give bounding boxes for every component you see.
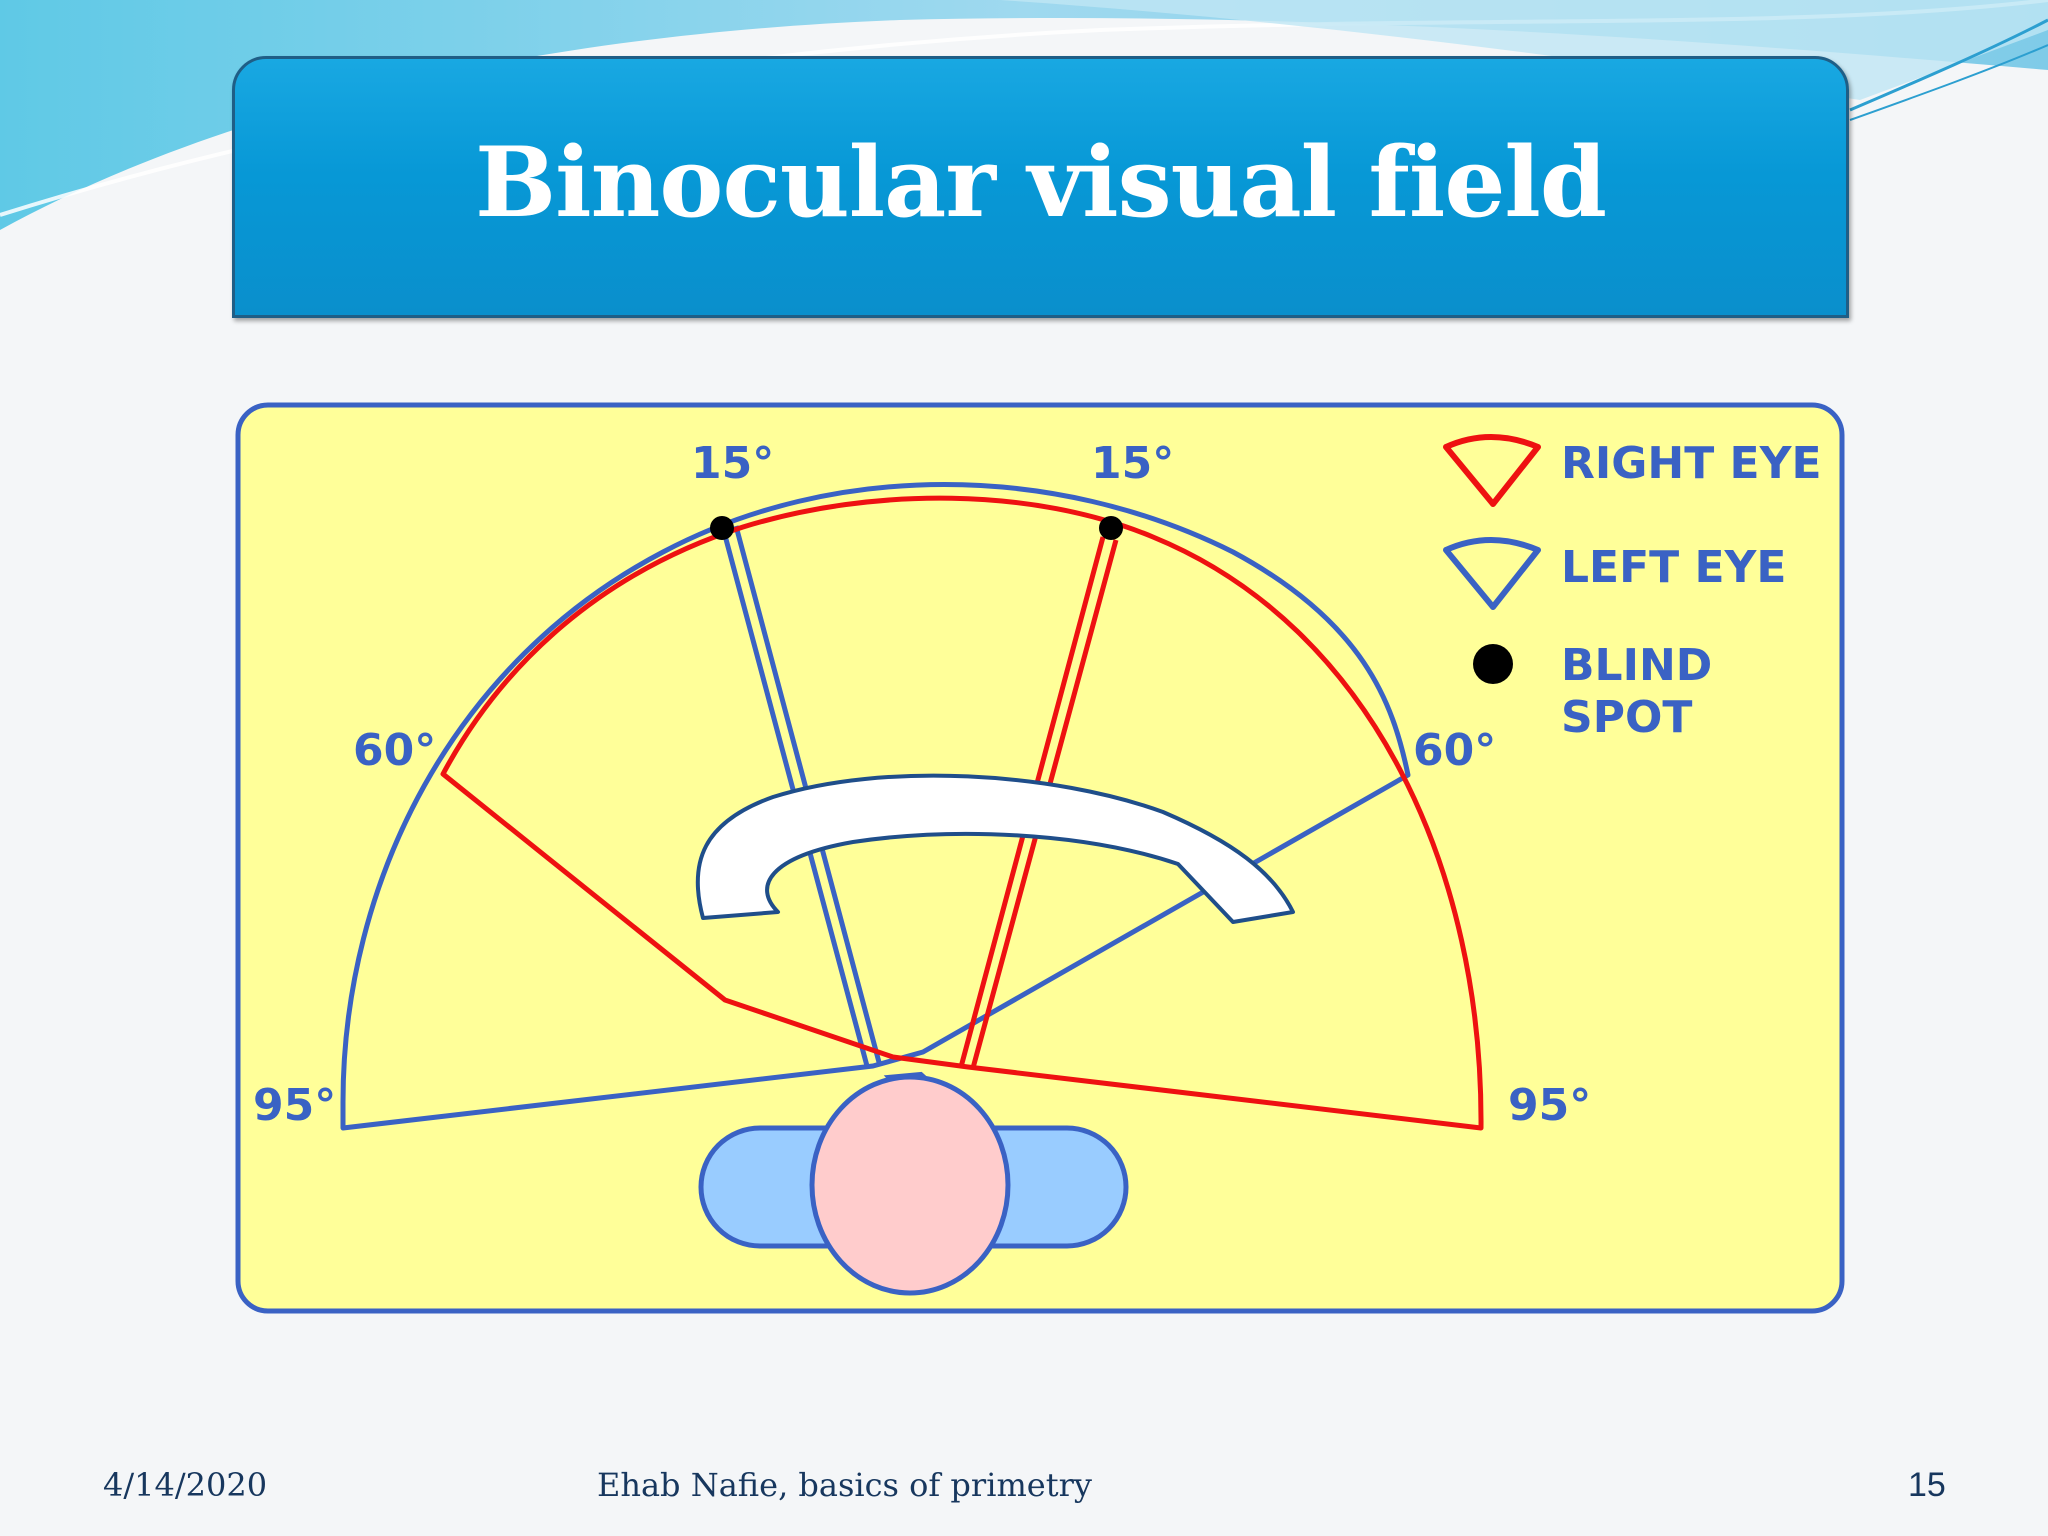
blind-spot-left [710,516,734,540]
left-eye-legend-label: LEFT EYE [1561,542,1786,593]
angle-label-95-right: 95° [1508,1080,1591,1131]
blind-spot-legend-label-line2: SPOT [1561,692,1692,743]
angle-label-60-right: 60° [1413,725,1496,776]
slide-title: Binocular visual field [475,125,1607,239]
binocular-field-diagram: 15° 15° 60° 60° 95° 95° RIGHT EYE LEFT E… [235,402,1845,1314]
right-eye-field [440,495,1484,1131]
angle-label-15-left: 15° [691,438,774,489]
blind-spot-right [1099,516,1123,540]
right-eye-legend-label: RIGHT EYE [1561,438,1822,489]
angle-label-60-left: 60° [353,725,436,776]
right-eye-legend-icon [1443,434,1541,507]
head [809,1074,1011,1296]
blind-spot-legend-label-line1: BLIND [1561,640,1712,691]
left-eye-legend-icon [1443,537,1541,610]
footer-author: Ehab Nafie, basics of primetry [597,1466,1092,1504]
curved-arrow [695,773,1295,924]
page-number: 15 [1908,1466,1946,1504]
diagram-panel [235,402,1845,1314]
blind-spot-legend-icon [1473,644,1513,684]
angle-label-95-left: 95° [253,1080,336,1131]
footer-date: 4/14/2020 [103,1466,268,1504]
left-eye-field [340,482,1411,1131]
title-bar: Binocular visual field [232,56,1849,318]
angle-label-15-right: 15° [1091,438,1174,489]
